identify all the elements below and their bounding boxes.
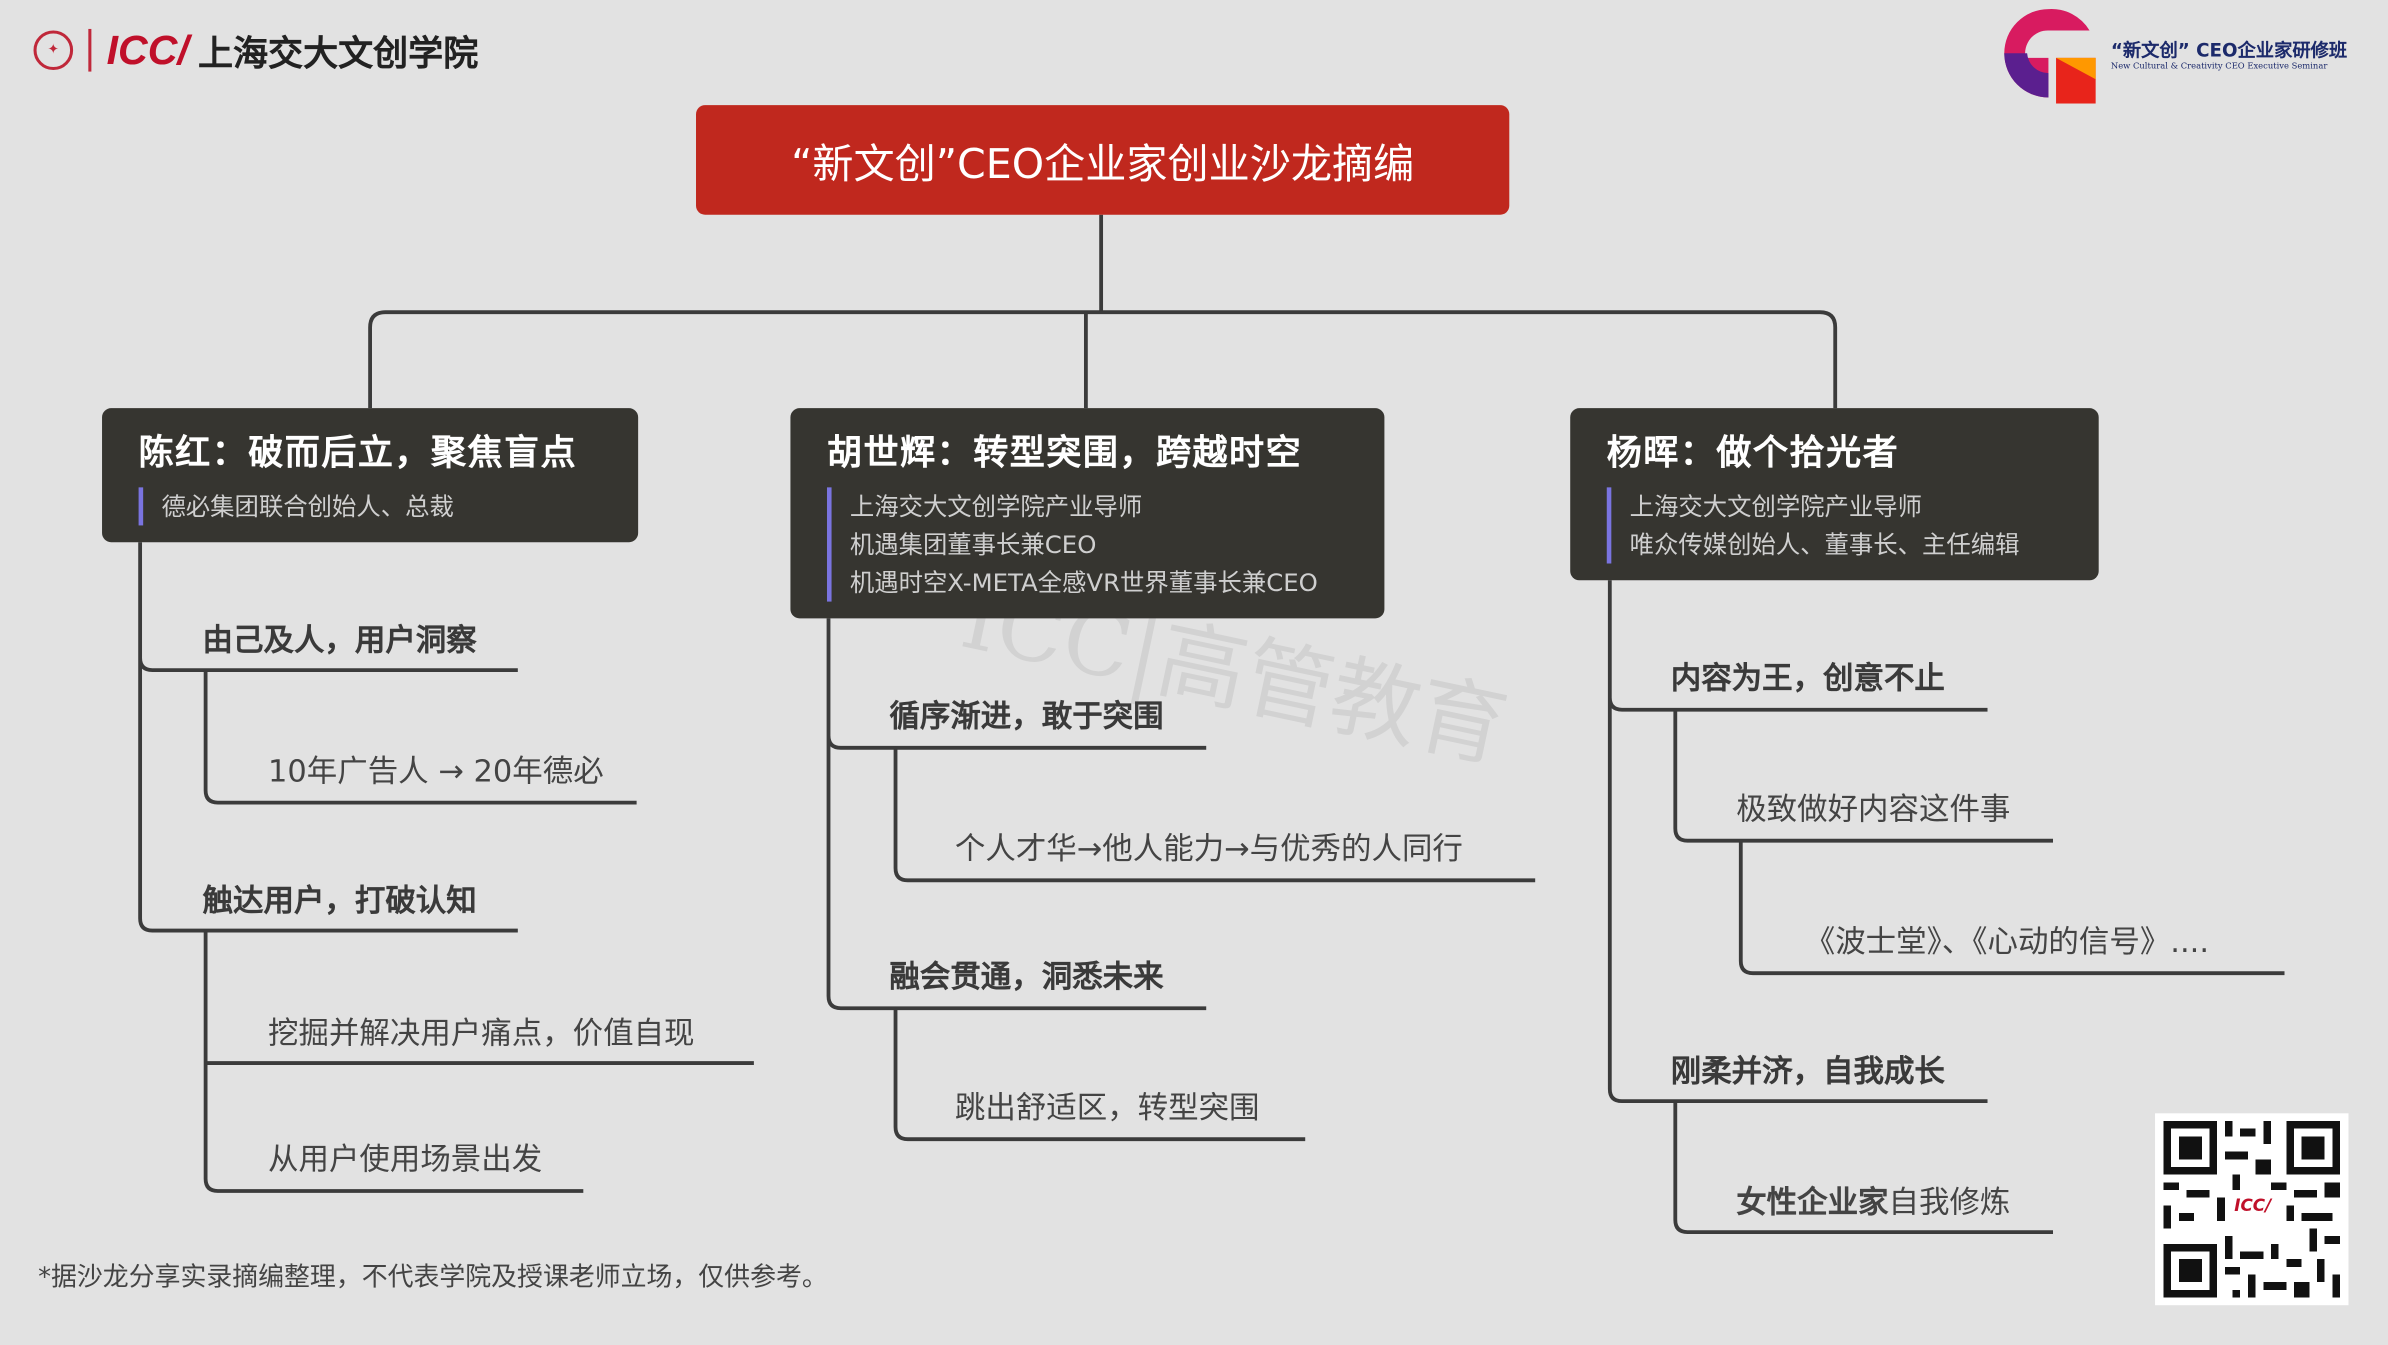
school-logo: ✦ ICC/ 上海交大文创学院 xyxy=(33,24,479,76)
point-item: 挖掘并解决用户痛点，价值自现 xyxy=(268,1014,695,1051)
point-item-bold: 女性企业家 xyxy=(1736,1183,1889,1220)
speaker-role: 机遇集团董事长兼CEO xyxy=(849,530,1097,559)
point-label: 触达用户，打破认知 xyxy=(202,881,477,919)
point-label: 循序渐进，敢于突围 xyxy=(889,697,1164,735)
seminar-g-logo-icon xyxy=(2004,9,2096,104)
icc-logo-text: ICC/ xyxy=(106,26,189,73)
point-item: 个人才华→他人能力→与优秀的人同行 xyxy=(954,830,1463,867)
speaker-card-hu-shihui: 胡世辉：转型突围，跨越时空 上海交大文创学院产业导师 机遇集团董事长兼CEO 机… xyxy=(790,408,1385,619)
speaker-role: 唯众传媒创始人、董事长、主任编辑 xyxy=(1629,530,2020,559)
point-label: 由己及人，用户洞察 xyxy=(202,621,477,658)
point-label: 内容为王，创意不止 xyxy=(1670,659,1945,697)
seminar-logo: “新文创” CEO企业家研修班 New Cultural & Creativit… xyxy=(1998,3,2347,104)
qr-code-icon xyxy=(2163,1120,2341,1298)
point-item: 极致做好内容这件事 xyxy=(1736,790,2011,827)
speaker-heading: 杨晖：做个拾光者 xyxy=(1606,434,1900,474)
speaker-card-yang-hui: 杨晖：做个拾光者 上海交大文创学院产业导师 唯众传媒创始人、董事长、主任编辑 xyxy=(1570,408,2099,581)
speaker-role: 德必集团联合创始人、总裁 xyxy=(161,491,454,521)
page-title: “新文创”CEO企业家创业沙龙摘编 xyxy=(696,105,1510,215)
footer-note: *据沙龙分享实录摘编整理，不代表学院及授课老师立场，仅供参考。 xyxy=(38,1262,828,1294)
point-item: 从用户使用场景出发 xyxy=(268,1140,543,1178)
seminar-logo-en: New Cultural & Creativity CEO Executive … xyxy=(2110,61,2328,71)
point-label: 刚柔并济，自我成长 xyxy=(1670,1052,1945,1089)
point-item: 跳出舒适区，转型突围 xyxy=(954,1088,1260,1126)
speaker-card-chen-hong: 陈红：破而后立，聚焦盲点 德必集团联合创始人、总裁 xyxy=(102,408,639,543)
speaker-role: 机遇时空X-META全感VR世界董事长兼CEO xyxy=(849,568,1318,598)
school-name: 上海交大文创学院 xyxy=(197,35,479,75)
point-item: 女性企业家自我修炼 xyxy=(1736,1177,2010,1221)
qr-code[interactable]: ICC/ xyxy=(2155,1113,2349,1306)
point-label: 融会贯通，洞悉未来 xyxy=(889,957,1164,995)
speaker-heading: 胡世辉：转型突围，跨越时空 xyxy=(826,434,1303,474)
qr-center-logo: ICC/ xyxy=(2234,1195,2272,1216)
seminar-logo-cn: “新文创” CEO企业家研修班 xyxy=(2110,38,2348,61)
point-item-rest: 自我修炼 xyxy=(1888,1183,2011,1220)
point-item: 10年广告人 → 20年德必 xyxy=(268,752,604,789)
university-seal-icon: ✦ xyxy=(33,30,74,71)
speaker-role: 上海交大文创学院产业导师 xyxy=(849,491,1143,521)
speaker-role: 上海交大文创学院产业导师 xyxy=(1629,491,1923,521)
point-item: 《波士堂》、《心动的信号》.... xyxy=(1804,922,2210,960)
speaker-heading: 陈红：破而后立，聚焦盲点 xyxy=(138,434,578,474)
